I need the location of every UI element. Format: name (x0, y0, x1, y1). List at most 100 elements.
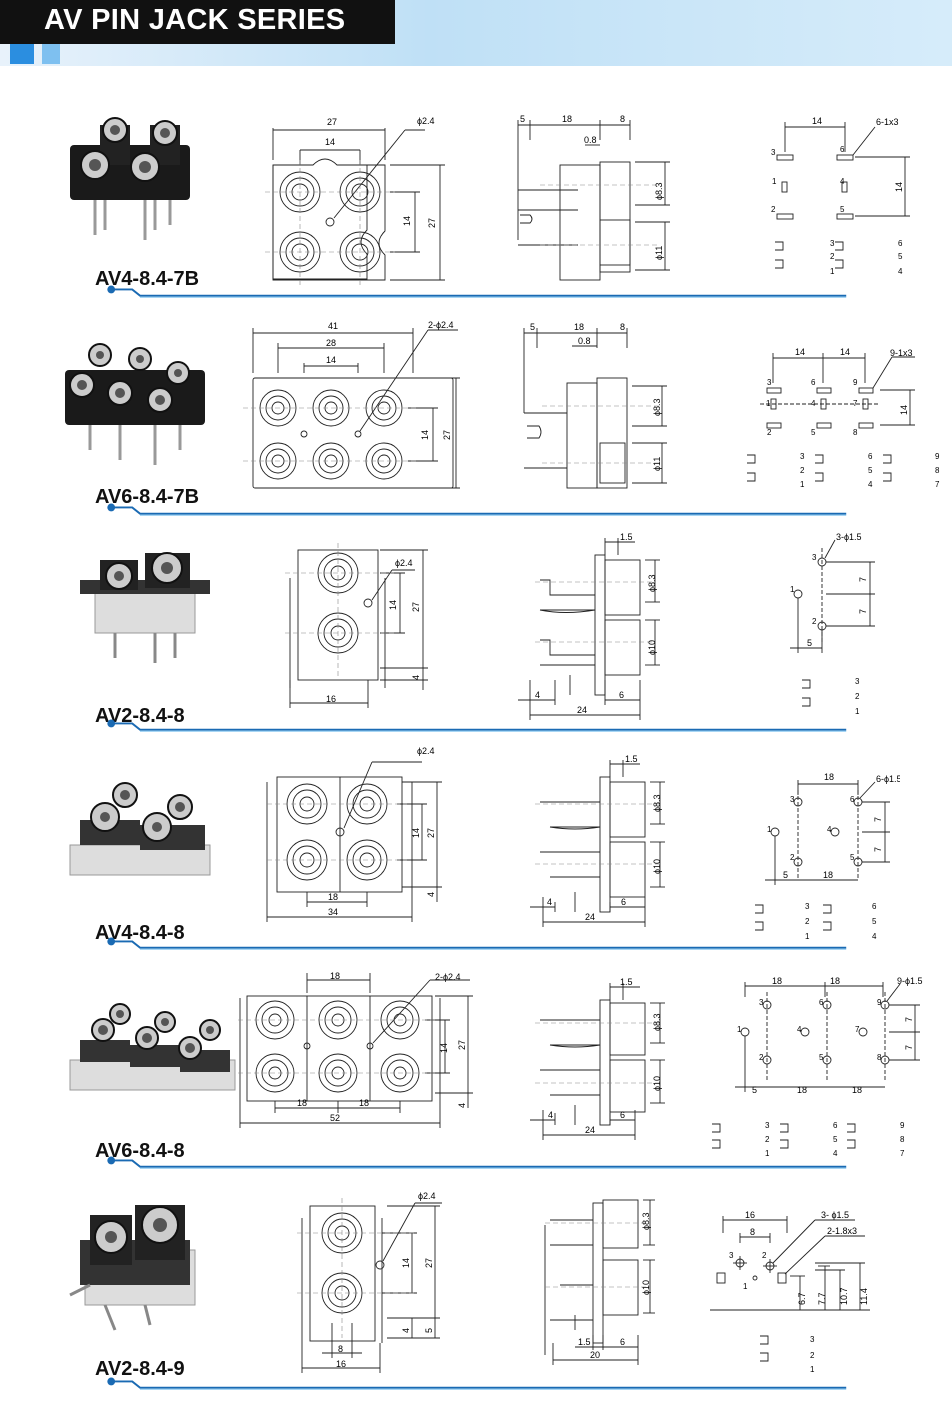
dimension-label: 4 (868, 480, 873, 489)
dimension-label: 5 (424, 1328, 434, 1333)
dimension-label: 8 (900, 1135, 905, 1144)
side-view-drawing: 1.5 ϕ8.3 ϕ10 4 6 24 (518, 532, 660, 720)
dimension-label: 2 (765, 1135, 770, 1144)
dimension-label: 6 (840, 145, 845, 154)
dimension-label: 9 (900, 1121, 905, 1130)
dimension-label: 8 (935, 466, 940, 475)
dimension-label: 27 (424, 1258, 434, 1268)
dimension-label: 1.5 (625, 754, 638, 764)
dimension-label: 0.8 (584, 135, 597, 145)
dimension-label: 6 (620, 1110, 625, 1120)
front-view-drawing: ϕ2.4 14 27 4 5 8 16 (297, 1191, 442, 1373)
dimension-label: 5 (530, 322, 535, 332)
dimension-label: 2-1.8x3 (827, 1226, 857, 1236)
product-photo (80, 552, 210, 663)
product-photo (65, 343, 205, 465)
dimension-label: 9 (935, 452, 940, 461)
dimension-label: 18 (823, 870, 833, 880)
dimension-label: 3 (771, 148, 776, 157)
dimension-label: 18 (772, 976, 782, 986)
dimension-label: 18 (330, 971, 340, 981)
dimension-label: 3 (855, 677, 860, 686)
dimension-label: 3- ϕ1.5 (821, 1210, 849, 1220)
product-photo (70, 117, 190, 240)
dimension-label: ϕ8.3 (652, 1013, 662, 1031)
dimension-label: 4 (797, 1025, 802, 1034)
dimension-label: ϕ8.3 (641, 1212, 651, 1230)
dimension-label: ϕ2.4 (395, 558, 413, 568)
dimension-label: 2 (762, 1251, 767, 1260)
dimension-label: 4 (898, 267, 903, 276)
dimension-label: 4 (535, 690, 540, 700)
dimension-label: 1 (855, 707, 860, 716)
dimension-label: ϕ10 (641, 1280, 651, 1295)
dimension-label: 14 (401, 1258, 411, 1268)
dimension-label: 4 (872, 932, 877, 941)
dimension-label: 8 (750, 1227, 755, 1237)
front-view-drawing: ϕ2.4 14 27 4 16 (285, 543, 428, 708)
dimension-label: 6.7 (797, 1292, 807, 1305)
dimension-label: 18 (852, 1085, 862, 1095)
dimension-label: 3 (790, 795, 795, 804)
dimension-label: 7.7 (817, 1292, 827, 1305)
dimension-label: 16 (326, 694, 336, 704)
section-divider (107, 1377, 847, 1390)
dimension-label: 4 (401, 1328, 411, 1333)
dimension-label: 2 (855, 692, 860, 701)
dimension-label: 11.4 (859, 1288, 869, 1305)
dimension-label: 28 (326, 338, 336, 348)
dimension-label: 24 (577, 705, 587, 715)
side-view-drawing: 1.5 ϕ8.3 ϕ10 4 6 24 (530, 754, 665, 927)
side-view-drawing: 1.5 ϕ8.3 ϕ10 4 6 24 (530, 977, 665, 1140)
dimension-label: 27 (327, 117, 337, 127)
dimension-label: 34 (328, 907, 338, 917)
dimension-label: 14 (812, 116, 822, 126)
front-view-drawing: 27 14 ϕ2.4 14 27 (265, 116, 445, 285)
dimension-label: 4 (833, 1149, 838, 1158)
dimension-label: 6 (819, 998, 824, 1007)
product-photo (69, 782, 211, 876)
dimension-label: 2 (790, 853, 795, 862)
dimension-label: 18 (562, 114, 572, 124)
dimension-label: 1 (830, 267, 835, 276)
dimension-label: 24 (585, 1125, 595, 1135)
dimension-label: 3 (805, 902, 810, 911)
dimension-label: 3 (765, 1121, 770, 1130)
dimension-label: ϕ10 (652, 859, 662, 874)
dimension-label: 6 (811, 378, 816, 387)
dimension-label: 27 (427, 218, 437, 228)
dimension-label: ϕ11 (652, 457, 662, 471)
dimension-label: 14 (411, 828, 421, 838)
dimension-label: 16 (745, 1210, 755, 1220)
model-label: AV4-8.4-8 (95, 922, 185, 944)
dimension-label: ϕ10 (647, 640, 657, 655)
dimension-label: ϕ2.4 (417, 116, 435, 126)
dimension-label: 4 (548, 1110, 553, 1120)
dimension-label: 5 (811, 428, 816, 437)
dimension-label: 3 (800, 452, 805, 461)
front-view-drawing: 41 28 14 2-ϕ2.4 14 27 (243, 320, 460, 489)
dimension-label: 14 (402, 216, 412, 226)
dimension-label: ϕ10 (652, 1076, 662, 1091)
header-title-box (0, 0, 395, 44)
dimension-label: 0.8 (578, 336, 591, 346)
dimension-label: 9-ϕ1.5 (897, 976, 923, 986)
dimension-label: 7 (935, 480, 940, 489)
side-view-drawing: 5 18 8 0.8 ϕ8.3 ϕ11 (517, 114, 670, 281)
dimension-label: 1 (772, 177, 777, 186)
header-accent-square (10, 44, 34, 64)
dimension-label: 6 (833, 1121, 838, 1130)
dimension-label: 7 (900, 1149, 905, 1158)
dimension-label: 1 (810, 1365, 815, 1374)
product-photo (69, 1003, 236, 1091)
page-title: AV PIN JACK SERIES (44, 4, 346, 36)
dimension-label: 4 (457, 1103, 467, 1108)
dimension-label: 14 (894, 182, 904, 192)
dimension-label: 4 (811, 399, 816, 408)
model-label: AV6-8.4-8 (95, 1140, 185, 1162)
dimension-label: 4 (426, 892, 436, 897)
dimension-label: 52 (330, 1113, 340, 1123)
dimension-label: 8 (853, 428, 858, 437)
dimension-label: 10.7 (839, 1287, 849, 1305)
